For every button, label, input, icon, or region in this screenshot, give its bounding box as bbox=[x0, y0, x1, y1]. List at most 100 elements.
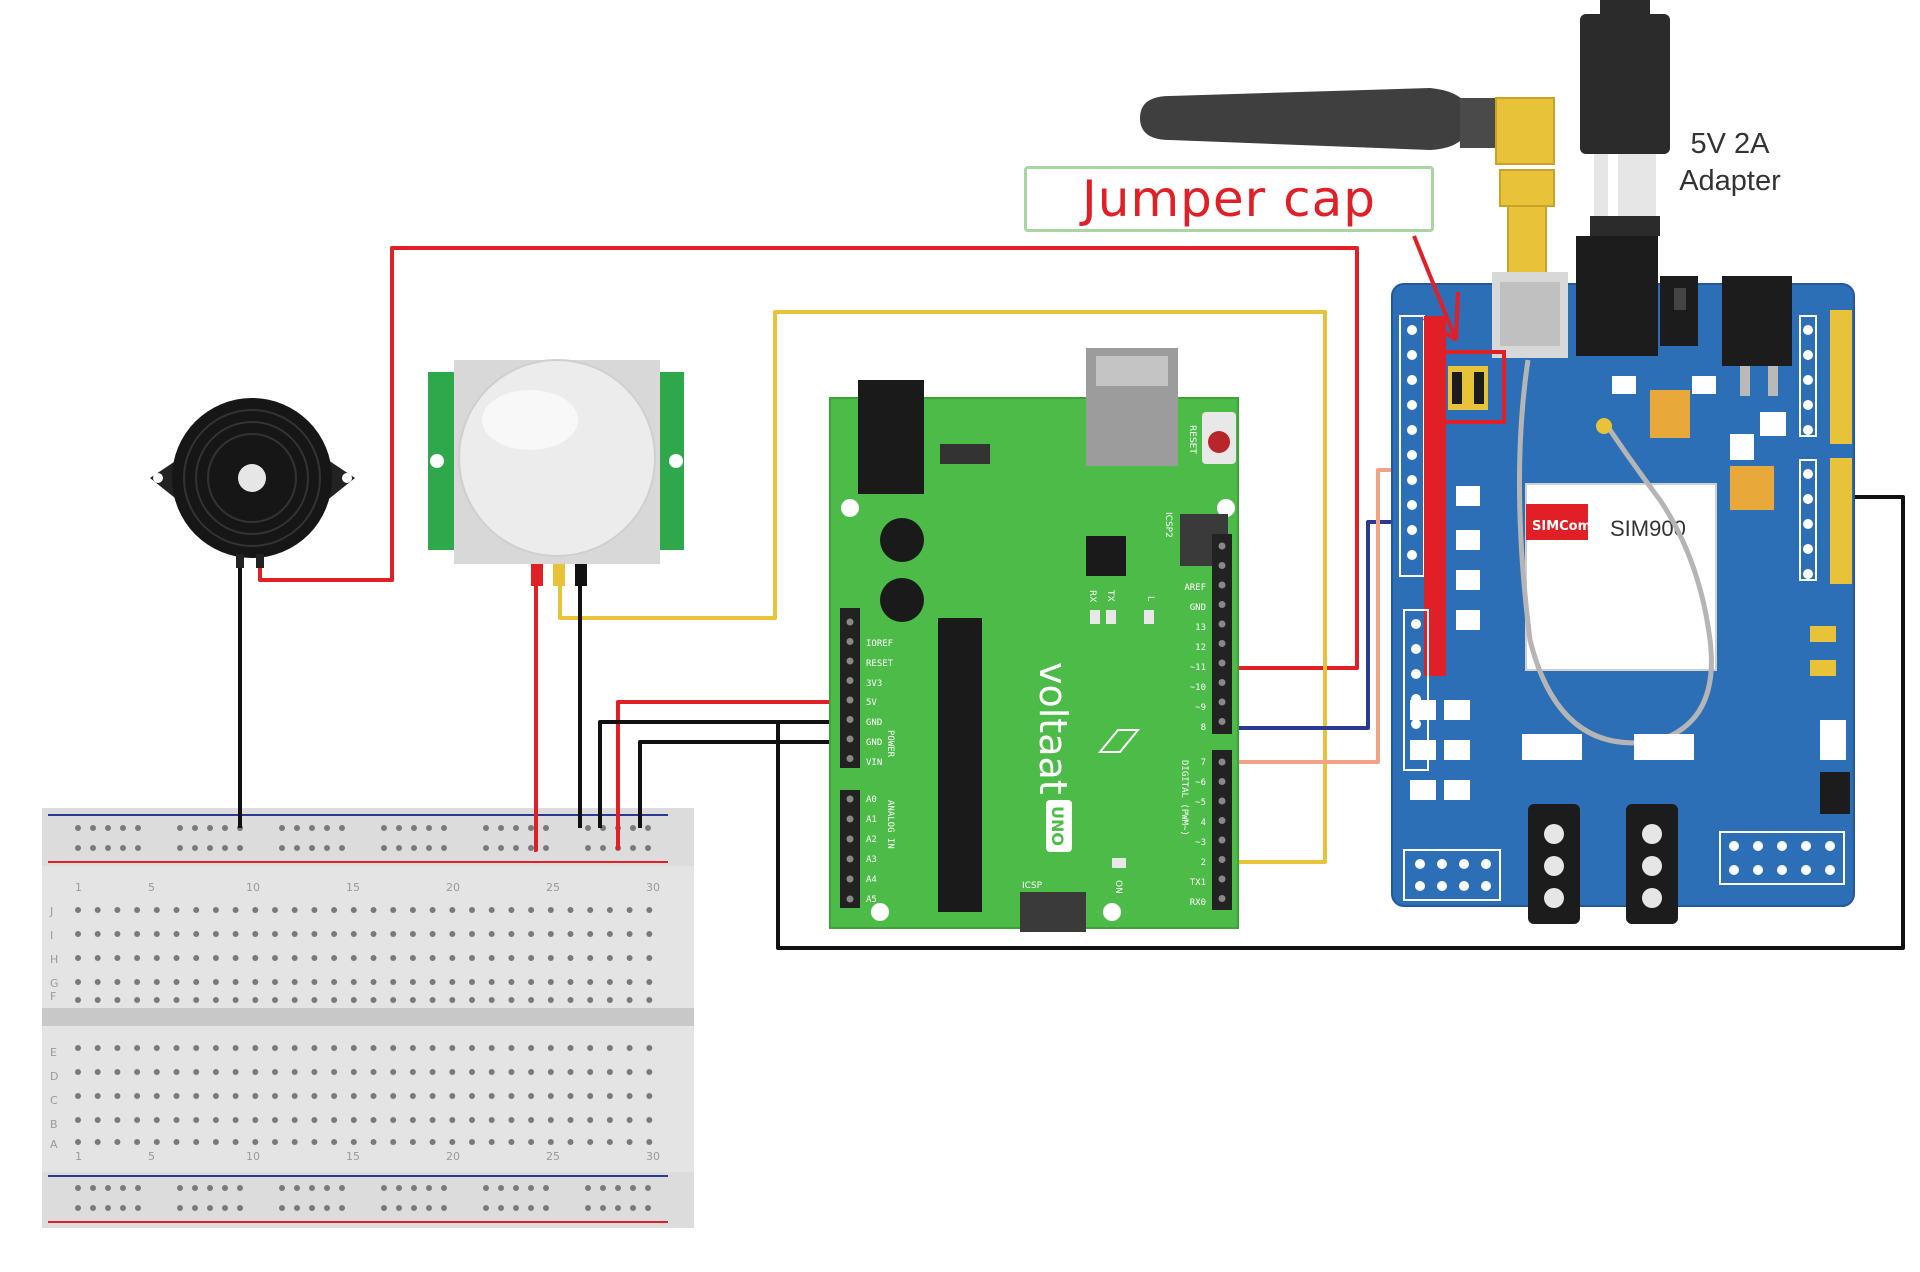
breadboard-hole bbox=[441, 1185, 447, 1191]
breadboard-hole bbox=[153, 979, 160, 985]
gsm-pin bbox=[1753, 841, 1763, 851]
breadboard-hole bbox=[390, 1069, 397, 1075]
breadboard-hole bbox=[606, 1069, 613, 1075]
breadboard-hole bbox=[606, 907, 613, 913]
breadboard-hole bbox=[177, 845, 183, 851]
gsm-pin bbox=[1803, 519, 1813, 529]
simcom-logo: SIMCom bbox=[1532, 519, 1591, 534]
breadboard-hole bbox=[429, 931, 436, 937]
breadboard-hole bbox=[488, 1139, 495, 1145]
breadboard-hole bbox=[291, 1045, 298, 1051]
wire-gnd-to-gsm bbox=[776, 495, 1905, 950]
breadboard-hole bbox=[626, 1117, 633, 1123]
gsm-pin bbox=[1803, 325, 1813, 335]
pin-label: 2 bbox=[1201, 858, 1206, 868]
breadboard-hole bbox=[429, 997, 436, 1003]
breadboard-hole bbox=[606, 997, 613, 1003]
breadboard-hole bbox=[390, 979, 397, 985]
breadboard-hole bbox=[311, 931, 318, 937]
breadboard-hole bbox=[449, 979, 456, 985]
breadboard-hole bbox=[222, 825, 228, 831]
breadboard-hole bbox=[232, 907, 239, 913]
breadboard-hole bbox=[370, 979, 377, 985]
dc-jack bbox=[858, 380, 924, 494]
breadboard-hole bbox=[508, 979, 515, 985]
breadboard-hole bbox=[94, 907, 101, 913]
gsm-pin bbox=[1777, 841, 1787, 851]
header-pin bbox=[1218, 679, 1226, 686]
breadboard-hole bbox=[212, 1045, 219, 1051]
breadboard-hole bbox=[193, 931, 200, 937]
breadboard-hole bbox=[324, 1185, 330, 1191]
breadboard-hole bbox=[232, 1045, 239, 1051]
breadboard-hole bbox=[449, 931, 456, 937]
breadboard-hole bbox=[508, 1117, 515, 1123]
breadboard-hole bbox=[331, 1093, 338, 1099]
wire-gnd-to-rail bbox=[598, 720, 850, 828]
breadboard-hole bbox=[114, 931, 121, 937]
breadboard-hole bbox=[94, 931, 101, 937]
breadboard-hole bbox=[75, 931, 81, 937]
breadboard-hole bbox=[411, 1185, 417, 1191]
breadboard-hole bbox=[193, 1117, 200, 1123]
pir-sensor bbox=[428, 359, 684, 564]
breadboard-hole bbox=[567, 997, 574, 1003]
breadboard-hole bbox=[135, 1205, 141, 1211]
breadboard-hole bbox=[177, 1205, 183, 1211]
breadboard-hole bbox=[311, 1069, 318, 1075]
breadboard-hole bbox=[488, 955, 495, 961]
on-led-label: ON bbox=[1113, 880, 1123, 894]
pin-label: GND bbox=[1190, 603, 1206, 613]
rx-label: RX bbox=[1087, 590, 1097, 602]
gsm-pin bbox=[1803, 350, 1813, 360]
breadboard-hole bbox=[528, 825, 534, 831]
header-pin bbox=[1218, 758, 1226, 766]
breadboard-hole bbox=[528, 1117, 535, 1123]
breadboard-hole bbox=[585, 845, 591, 851]
breadboard-hole bbox=[370, 907, 377, 913]
breadboard-hole bbox=[626, 955, 633, 961]
breadboard-hole bbox=[135, 1185, 141, 1191]
breadboard-hole bbox=[469, 907, 475, 913]
gsm-pin bbox=[1803, 569, 1813, 579]
breadboard-hole bbox=[426, 845, 432, 851]
breadboard-hole bbox=[212, 931, 219, 937]
gsm-pin bbox=[1407, 350, 1417, 360]
breadboard-hole bbox=[331, 955, 338, 961]
gsm-pin bbox=[1407, 475, 1417, 485]
breadboard-hole bbox=[645, 1205, 651, 1211]
breadboard-hole bbox=[232, 1069, 239, 1075]
header-pin bbox=[846, 875, 854, 883]
breadboard-hole bbox=[232, 1117, 239, 1123]
breadboard-hole bbox=[94, 979, 101, 985]
breadboard-hole bbox=[331, 1069, 338, 1075]
breadboard-hole bbox=[626, 1069, 633, 1075]
header-pin bbox=[846, 735, 854, 743]
breadboard-hole bbox=[173, 997, 180, 1003]
breadboard-hole bbox=[381, 1185, 387, 1191]
breadboard-hole bbox=[508, 1069, 515, 1075]
breadboard-hole bbox=[134, 979, 141, 985]
breadboard-hole bbox=[153, 997, 160, 1003]
breadboard-hole bbox=[567, 1069, 574, 1075]
breadboard-hole bbox=[135, 845, 141, 851]
pin-label: A5 bbox=[866, 895, 877, 905]
breadboard-hole bbox=[626, 997, 633, 1003]
arduino-uno: RESET ICSP2 RX TX L ON ICSP voltaat UNO … bbox=[829, 348, 1239, 932]
breadboard-hole bbox=[483, 845, 489, 851]
breadboard-hole bbox=[252, 979, 259, 985]
bb-row-letter: I bbox=[50, 929, 53, 942]
bb-col-num: 20 bbox=[446, 1150, 460, 1163]
jumper-cap-callout: Jumper cap bbox=[1024, 166, 1434, 232]
breadboard-hole bbox=[120, 1185, 126, 1191]
pin-label: A2 bbox=[866, 835, 877, 845]
breadboard-hole bbox=[390, 907, 397, 913]
breadboard-hole bbox=[90, 1185, 96, 1191]
breadboard-hole bbox=[114, 1069, 121, 1075]
gsm-pin bbox=[1407, 500, 1417, 510]
gsm-pin bbox=[1407, 325, 1417, 335]
breadboard-hole bbox=[645, 845, 651, 851]
breadboard-hole bbox=[630, 1205, 636, 1211]
breadboard-hole bbox=[409, 979, 416, 985]
